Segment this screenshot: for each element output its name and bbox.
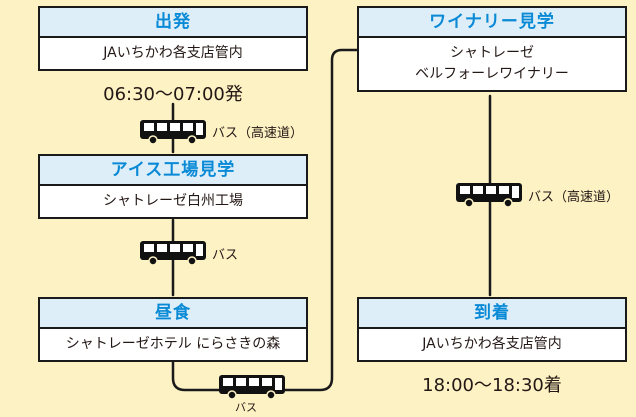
bus-label-leg4: バス（高速道） (528, 190, 620, 205)
lunch-place: シャトレーゼホテル にらさきの森 (65, 336, 281, 352)
lunch-box: 昼食 シャトレーゼホテル にらさきの森 (38, 297, 308, 362)
lunch-title: 昼食 (40, 299, 306, 329)
bus-icon (219, 375, 285, 400)
ice-factory-title: アイス工場見学 (40, 156, 306, 186)
arrival-place: JAいちかわ各支店管内 (422, 336, 562, 352)
departure-box: 出発 JAいちかわ各支店管内 (38, 6, 308, 71)
departure-time: 06:30〜07:00発 (103, 84, 243, 105)
bus-icon (140, 120, 206, 145)
ice-factory-place: シャトレーゼ白州工場 (103, 193, 243, 209)
winery-place-line1: シャトレーゼ (450, 45, 534, 61)
winery-title: ワイナリー見学 (359, 8, 625, 38)
arrival-box: 到着 JAいちかわ各支店管内 (357, 297, 627, 362)
winery-place-line2: ベルフォーレワイナリー (415, 66, 569, 82)
departure-place: JAいちかわ各支店管内 (103, 45, 243, 61)
winery-box: ワイナリー見学 シャトレーゼ ベルフォーレワイナリー (357, 6, 627, 92)
arrival-title: 到着 (359, 299, 625, 329)
bus-label-leg1: バス（高速道） (212, 126, 304, 141)
bus-icon (456, 183, 522, 208)
ice-factory-box: アイス工場見学 シャトレーゼ白州工場 (38, 154, 308, 219)
bus-icon (140, 241, 206, 266)
bus-label-leg3: バス (235, 401, 257, 414)
arrival-time: 18:00〜18:30着 (422, 375, 562, 396)
bus-label-leg2: バス (212, 248, 239, 263)
departure-title: 出発 (40, 8, 306, 38)
